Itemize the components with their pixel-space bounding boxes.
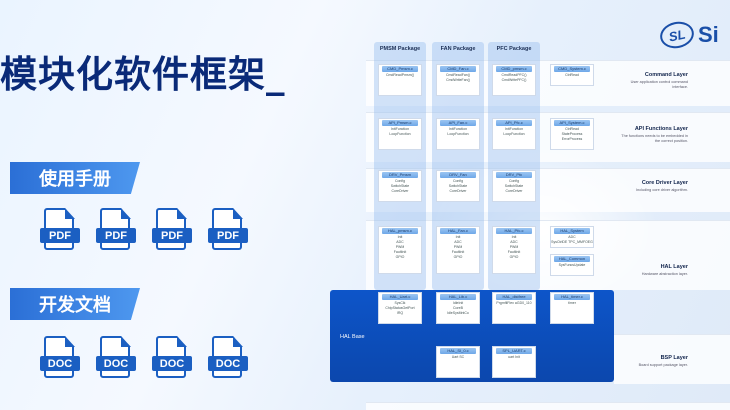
doc-label: DOC bbox=[40, 356, 80, 371]
doc-file-icon[interactable]: DOC bbox=[40, 336, 80, 380]
doc-label: DOC bbox=[96, 356, 136, 371]
command-layer-row bbox=[366, 60, 730, 106]
dev-docs-banner[interactable]: 开发文档 bbox=[10, 288, 140, 320]
logo-text: Si bbox=[698, 22, 719, 47]
api-layer-row bbox=[366, 112, 730, 162]
doc-file-icon[interactable]: DOC bbox=[208, 336, 248, 380]
hal-layer-name: HAL Layer bbox=[660, 264, 688, 270]
user-manual-banner[interactable]: 使用手册 bbox=[10, 162, 140, 194]
pfc-package-header: PFC Package bbox=[496, 46, 532, 52]
hal-base-label: HAL Base bbox=[340, 334, 365, 340]
pdf-file-row: PDF PDF PDF PDF bbox=[40, 208, 248, 252]
pdf-file-icon[interactable]: PDF bbox=[208, 208, 248, 252]
fan-package-header: FAN Package bbox=[440, 46, 476, 52]
hal-layer-row bbox=[366, 220, 730, 290]
pdf-label: PDF bbox=[96, 228, 136, 243]
bsp-layer-row bbox=[614, 334, 730, 384]
pdf-label: PDF bbox=[208, 228, 248, 243]
doc-file-icon[interactable]: DOC bbox=[96, 336, 136, 380]
bsp-layer-name: BSP Layer bbox=[660, 355, 688, 361]
bottom-layer-row bbox=[366, 402, 730, 410]
api-layer-desc: The functions needs to be embedded in th… bbox=[621, 134, 688, 143]
command-layer-name: Command Layer bbox=[644, 72, 688, 78]
core-layer-row bbox=[366, 168, 730, 212]
pdf-file-icon[interactable]: PDF bbox=[152, 208, 192, 252]
command-layer-desc: User application control command interfa… bbox=[630, 80, 688, 89]
doc-file-row: DOC DOC DOC DOC bbox=[40, 336, 248, 380]
company-logo: SL Si bbox=[657, 18, 719, 52]
bsp-layer-desc: Board support package layer. bbox=[638, 363, 688, 367]
pdf-file-icon[interactable]: PDF bbox=[96, 208, 136, 252]
pmsm-package-header: PMSM Package bbox=[379, 46, 421, 52]
doc-file-icon[interactable]: DOC bbox=[152, 336, 192, 380]
core-layer-name: Core Driver Layer bbox=[641, 180, 688, 186]
pdf-file-icon[interactable]: PDF bbox=[40, 208, 80, 252]
pdf-label: PDF bbox=[40, 228, 80, 243]
architecture-diagram: PMSM Package FAN Package PFC Package HAL… bbox=[330, 42, 730, 410]
doc-label: DOC bbox=[208, 356, 248, 371]
hal-layer-desc: Hardware abstraction layer. bbox=[641, 272, 688, 276]
page-title: 模块化软件框架_ bbox=[0, 53, 286, 96]
api-layer-name: API Functions Layer bbox=[634, 126, 688, 132]
core-layer-desc: Including core driver algorithm. bbox=[636, 188, 688, 192]
doc-label: DOC bbox=[152, 356, 192, 371]
pdf-label: PDF bbox=[152, 228, 192, 243]
